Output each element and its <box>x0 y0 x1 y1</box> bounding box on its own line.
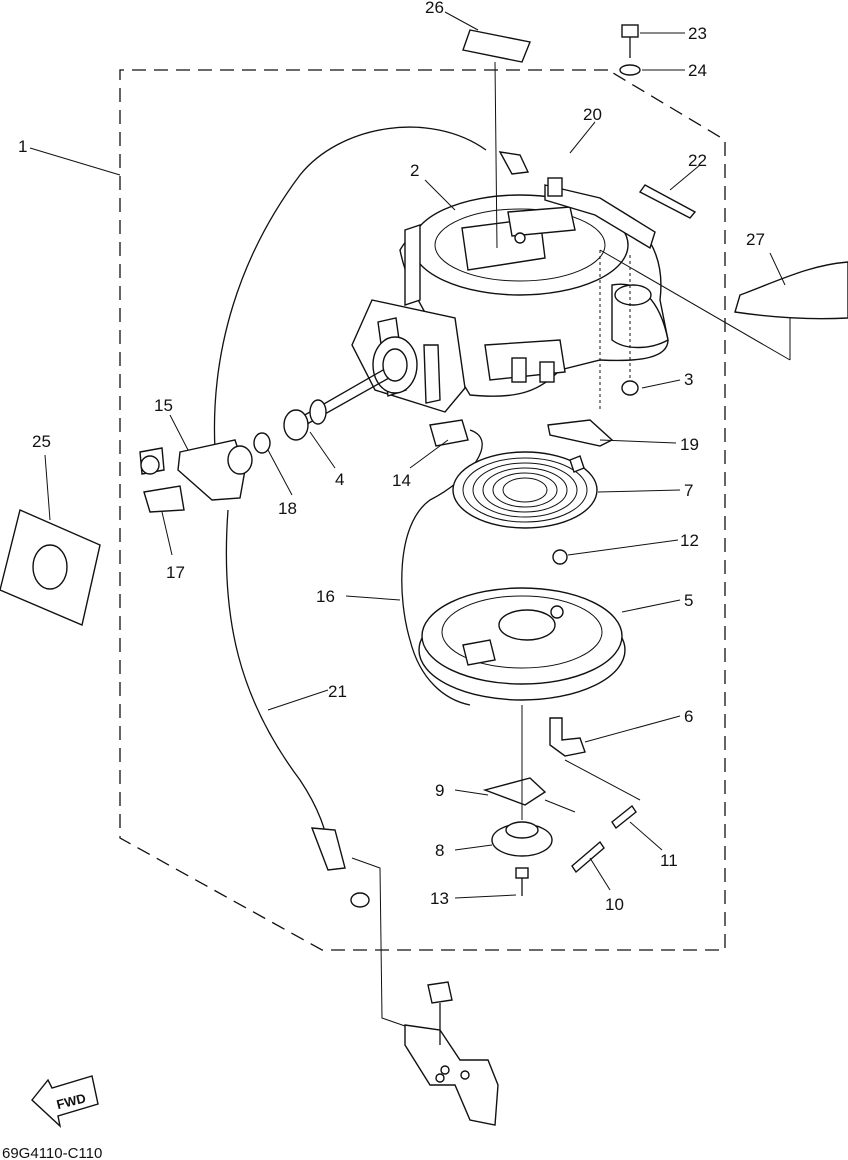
decal-27 <box>734 261 848 320</box>
spacer-25 <box>0 509 101 626</box>
callout-18: 18 <box>278 499 297 518</box>
callout-20: 20 <box>583 105 602 124</box>
drive-plate <box>491 821 553 857</box>
fwd-label: FWD <box>55 1090 87 1112</box>
callout-10: 10 <box>605 895 624 914</box>
bolt-23 <box>621 24 639 58</box>
callout-26: 26 <box>425 0 444 17</box>
callout-11: 11 <box>660 851 678 870</box>
hose-16 <box>401 429 483 706</box>
return-spring <box>571 840 605 874</box>
case-arm <box>295 299 466 429</box>
plate-leader-line <box>544 799 576 813</box>
washer-24 <box>619 64 641 76</box>
drive-pin <box>611 804 637 830</box>
spring-22 <box>638 184 697 219</box>
callout-17: 17 <box>166 563 185 582</box>
callout-4: 4 <box>335 470 344 489</box>
callout-5: 5 <box>684 591 693 610</box>
drive-pawl <box>549 717 586 757</box>
callout-21: 21 <box>328 682 347 701</box>
pulley <box>418 587 626 701</box>
callout-24: 24 <box>688 61 707 80</box>
upper-cable <box>213 126 487 451</box>
callout-7: 7 <box>684 481 693 500</box>
clamp-14 <box>429 419 469 447</box>
callout-15: 15 <box>154 396 173 415</box>
spiral-spring <box>452 451 598 529</box>
collar-3 <box>621 380 639 396</box>
upper-cable-end <box>498 151 530 175</box>
callout-19: 19 <box>680 435 699 454</box>
lower-cable <box>225 509 331 851</box>
leader-lines <box>29 11 791 899</box>
circlip <box>552 549 568 565</box>
callout-13: 13 <box>430 889 449 908</box>
bracket-leader <box>351 857 406 1027</box>
starter-case <box>399 177 669 397</box>
callout-6: 6 <box>684 707 693 726</box>
pawl-leader-line <box>564 759 641 801</box>
assembly-boundary <box>119 69 726 951</box>
callout-12: 12 <box>680 531 699 550</box>
friction-plate <box>482 777 547 806</box>
callout-23: 23 <box>688 24 707 43</box>
plunger-bracket <box>404 981 499 1126</box>
lower-cable-cap <box>350 892 370 908</box>
callout-25: 25 <box>32 432 51 451</box>
callout-14: 14 <box>392 471 411 490</box>
callout-8: 8 <box>435 841 444 860</box>
lower-cable-end <box>310 827 346 871</box>
label-plate <box>462 29 531 63</box>
callout-27: 27 <box>746 230 765 249</box>
bolt-13 <box>515 867 529 896</box>
callout-16: 16 <box>316 587 335 606</box>
cable-joint <box>253 399 327 454</box>
callout-9: 9 <box>435 781 444 800</box>
link-15 <box>139 439 253 513</box>
callout-1: 1 <box>18 137 27 156</box>
stopper-19 <box>547 419 614 447</box>
callout-2: 2 <box>410 161 419 180</box>
diagram-code: 69G4110-C110 <box>2 1145 102 1160</box>
callout-22: 22 <box>688 151 707 170</box>
callout-3: 3 <box>684 370 693 389</box>
fwd-arrow-icon: FWD <box>31 1075 99 1128</box>
